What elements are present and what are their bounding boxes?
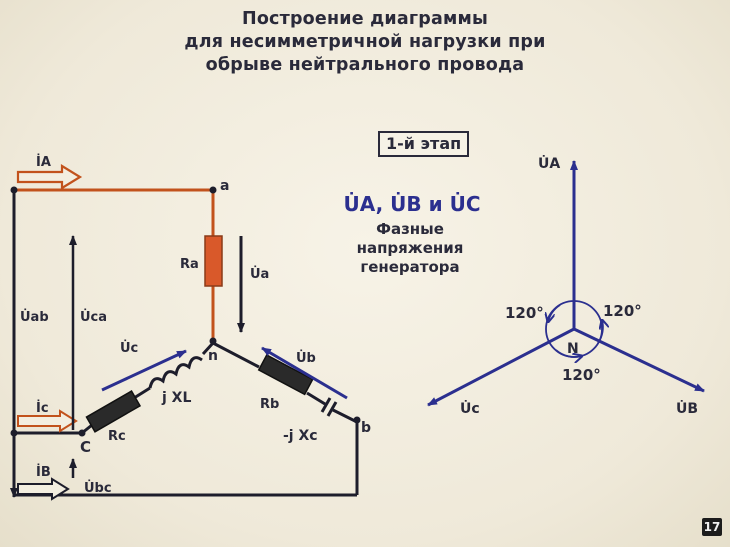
wire-n-to-rb	[212, 341, 260, 369]
phasor-label-origin: N	[567, 341, 579, 357]
resistor-rc	[85, 390, 142, 433]
label-voltage-c: U̇c	[120, 341, 138, 356]
current-c-arrow	[17, 409, 78, 433]
title-line-2: для несимметричной нагрузки при	[184, 32, 546, 52]
label-node-a: a	[220, 178, 229, 194]
title-line-1: Построение диаграммы	[241, 9, 489, 29]
phasor-label-angle-left: 120°	[505, 304, 544, 322]
voltage-c-arrow	[101, 349, 187, 392]
phasor-angle-arrow-left	[548, 304, 561, 322]
phasor-angle-arrow-bottom	[555, 349, 582, 357]
label-voltage-ab: U̇ab	[20, 310, 49, 325]
stage-label: 1-й этап	[378, 131, 470, 157]
voltage-b-arrow	[261, 346, 348, 400]
wire-cap-to-b	[332, 408, 358, 424]
circuit-wires	[10, 188, 359, 498]
phasor-label-ub: U̇B	[676, 400, 698, 417]
page-number: 17	[702, 518, 722, 536]
inductor-coil	[148, 356, 203, 389]
phasor-ub-vector	[573, 327, 705, 393]
node-n	[209, 337, 217, 345]
resistor-rb	[257, 353, 314, 396]
resistor-ra	[204, 235, 223, 287]
label-node-c: C	[80, 438, 91, 456]
phasor-label-angle-right: 120°	[603, 302, 642, 320]
current-b-arrow	[17, 477, 70, 501]
wire-rb-to-cap	[306, 391, 326, 406]
node-left-mid	[10, 429, 18, 437]
label-node-b: b	[361, 420, 371, 436]
phasor-angle-arrow-right	[597, 320, 603, 344]
phase-legend-line-1: Фазные	[376, 220, 444, 238]
label-capacitor: -j Xc	[283, 428, 318, 444]
phase-legend-title: U̇A, U̇B и U̇C	[343, 192, 481, 216]
capacitor-symbol	[320, 397, 338, 417]
phasor-label-uc: U̇c	[460, 400, 480, 417]
phase-legend-description: Фазные напряжения генератора	[340, 220, 480, 277]
label-current-a: İA	[36, 154, 51, 170]
label-voltage-b: U̇b	[296, 351, 316, 366]
node-a	[209, 186, 217, 194]
title-line-3: обрыве нейтрального провода	[205, 55, 525, 75]
label-node-n: n	[208, 348, 218, 364]
node-c	[78, 429, 86, 437]
phase-legend-line-3: генератора	[360, 258, 460, 276]
wire-rc-to-l	[133, 386, 151, 400]
label-inductor: j XL	[161, 390, 191, 406]
label-resistor-c: Rc	[108, 429, 126, 444]
phasor-label-angle-bottom: 120°	[562, 366, 601, 384]
phasor-label-ua: U̇A	[538, 155, 560, 172]
phasor-uc-vector	[427, 327, 575, 407]
label-current-b: İB	[36, 464, 51, 480]
node-b	[353, 416, 361, 424]
wire-l-to-n	[201, 341, 215, 356]
node-left-top	[10, 186, 18, 194]
slide-title: Построение диаграммы для несимметричной …	[150, 8, 580, 77]
label-voltage-ca: U̇ca	[80, 310, 107, 325]
label-resistor-a: Ra	[180, 257, 199, 272]
current-a-arrow	[16, 164, 83, 190]
phasor-diagram	[427, 160, 705, 407]
label-resistor-b: Rb	[260, 397, 279, 412]
label-voltage-bc: U̇bc	[84, 481, 112, 496]
label-voltage-a: U̇a	[250, 267, 269, 282]
phase-legend-line-2: напряжения	[356, 239, 464, 257]
label-current-c: İc	[36, 400, 49, 416]
